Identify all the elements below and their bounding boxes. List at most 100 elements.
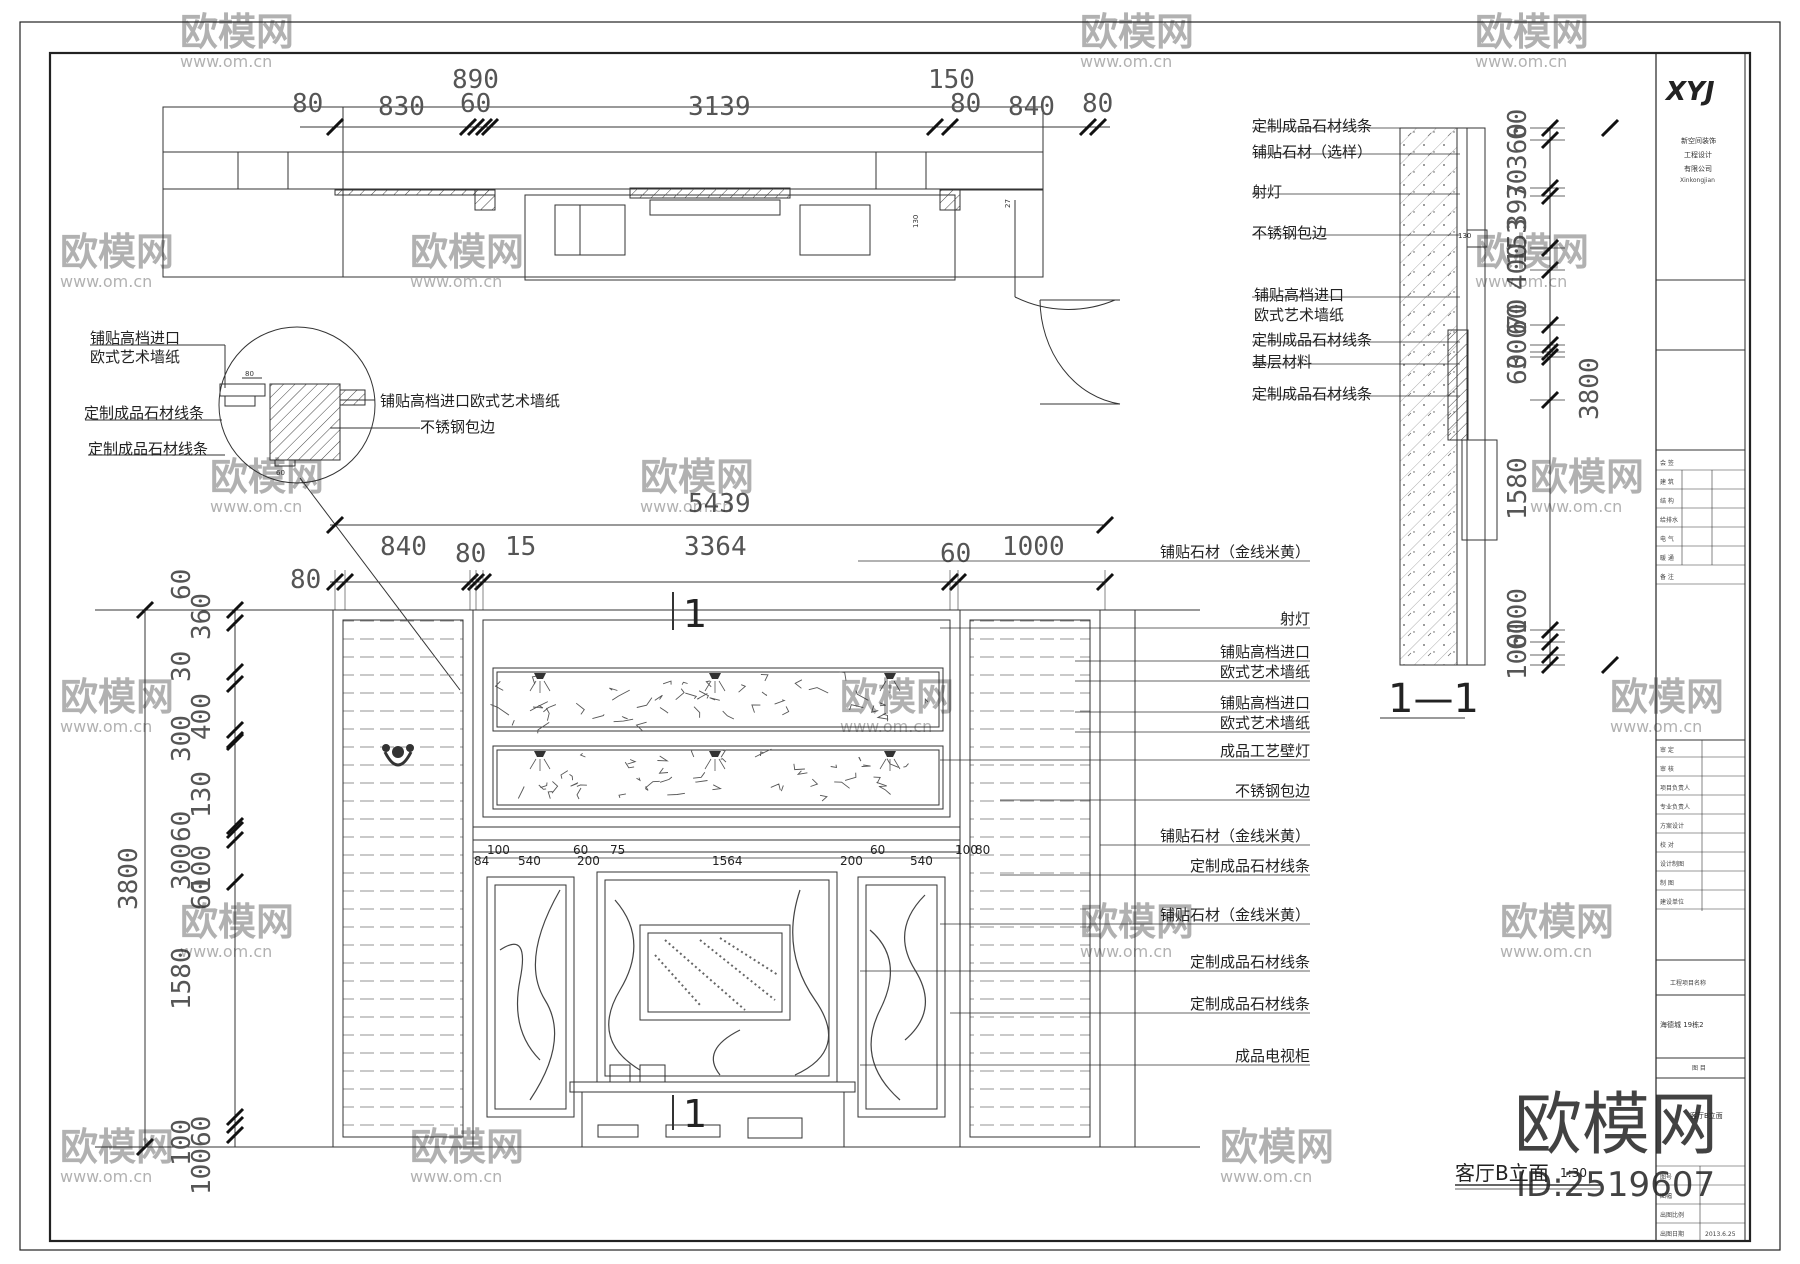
elevation-left-tick bbox=[225, 720, 245, 740]
section-dim-tick bbox=[1600, 118, 1620, 138]
section-label-2: 铺贴石材（选样） bbox=[1252, 143, 1372, 161]
section-dim-text: 100 bbox=[1503, 633, 1533, 680]
elevation-left-tick bbox=[225, 820, 245, 840]
elevation-dim-top-5: 3364 bbox=[684, 532, 747, 562]
watermark-site: www.om.cn bbox=[410, 272, 502, 291]
spotlight-icon bbox=[534, 751, 546, 757]
drawing-value: 客厅B立面 bbox=[1690, 1111, 1723, 1120]
watermark-brand: 欧模网 bbox=[1080, 10, 1194, 54]
watermark-site: www.om.cn bbox=[60, 717, 152, 736]
watermark-brand: 欧模网 bbox=[210, 455, 324, 499]
titleblock-row-label: 备 注 bbox=[1660, 573, 1674, 581]
section-dim-text: 60 bbox=[1503, 619, 1533, 650]
plan-dim-1: 80 bbox=[292, 89, 323, 119]
elevation-left-dim: 400 bbox=[187, 693, 217, 740]
elevation-left-tick bbox=[225, 600, 245, 620]
elevation-dim-top-7: 1000 bbox=[1002, 532, 1065, 562]
titleblock-row-label: 方案设计 bbox=[1660, 822, 1684, 830]
marble-vein bbox=[608, 899, 641, 1071]
section-dim-text: 400 bbox=[1503, 243, 1533, 290]
elevation-inner-dim: 84 bbox=[474, 854, 489, 868]
section-dim-tick bbox=[1540, 178, 1560, 198]
section-dim-tick bbox=[1540, 632, 1560, 652]
elevation-left-tick bbox=[225, 1125, 245, 1145]
company-line-1: 新空间装饰 bbox=[1681, 136, 1716, 145]
watermark-brand: 欧模网 bbox=[1610, 675, 1724, 719]
wall-lamp-icon bbox=[382, 744, 414, 767]
elevation-dim-total: 5439 bbox=[688, 489, 751, 519]
watermark-site: www.om.cn bbox=[1530, 497, 1622, 516]
elevation-dim-tick bbox=[325, 515, 345, 535]
section-dim-text: 153 bbox=[1503, 218, 1533, 265]
titleblock-row-label: 图号 bbox=[1660, 1174, 1672, 1181]
detail-label-5: 铺贴高档进口欧式艺术墙纸 bbox=[380, 392, 560, 410]
section-label-6: 欧式艺术墙纸 bbox=[1254, 306, 1344, 324]
titleblock-row-label: 图幅 bbox=[1660, 1192, 1672, 1200]
section-dim-text: 300 bbox=[1503, 323, 1533, 370]
section-dim-text: 60 bbox=[1503, 354, 1533, 385]
elevation-inner-dim: 100 bbox=[487, 843, 510, 857]
watermark-brand: 欧模网 bbox=[410, 1125, 524, 1169]
plan-dim-tick bbox=[325, 117, 345, 137]
spotlight-icon bbox=[534, 673, 546, 679]
titleblock-row-label: 会 签 bbox=[1660, 459, 1674, 467]
marble-vein bbox=[499, 943, 541, 1061]
elevation-label: 成品工艺壁灯 bbox=[1220, 742, 1310, 760]
section-dim-tick bbox=[1540, 620, 1560, 640]
watermark-layer: 欧模网www.om.cn欧模网www.om.cn欧模网www.om.cn欧模网w… bbox=[60, 10, 1724, 1186]
watermark-brand: 欧模网 bbox=[640, 455, 754, 499]
section-mid-dim: 130 bbox=[1458, 232, 1471, 240]
marble-vein bbox=[792, 889, 830, 1076]
section-dim-total: 3800 bbox=[1575, 357, 1605, 420]
titleblock-row-label: 审 核 bbox=[1660, 765, 1674, 773]
elevation-label: 铺贴高档进口 bbox=[1220, 694, 1310, 712]
section-dim-tick bbox=[1540, 347, 1560, 367]
spotlight-ray bbox=[879, 680, 901, 693]
section-dim-tick bbox=[1540, 186, 1560, 206]
titleblock-row-label: 暖 通 bbox=[1660, 554, 1674, 562]
elevation-label: 成品电视柜 bbox=[1235, 1047, 1310, 1065]
titleblock-row-label: 给排水 bbox=[1660, 516, 1678, 524]
marble-vein bbox=[712, 1029, 741, 1076]
elevation-inner-dim: 80 bbox=[975, 843, 990, 857]
elevation-dim-tick bbox=[1095, 515, 1115, 535]
project-value: 海德城 19栋2 bbox=[1660, 1020, 1704, 1029]
section-dim-tick bbox=[1540, 645, 1560, 665]
section-dim-tick bbox=[1540, 238, 1560, 258]
elevation-left-tick bbox=[225, 674, 245, 694]
plan-dim-tick bbox=[1088, 117, 1108, 137]
section-dim-tick bbox=[1540, 260, 1560, 280]
plan-side-dim: 130 bbox=[912, 215, 920, 228]
date-value: 2013.6.25 bbox=[1705, 1231, 1736, 1238]
elevation-left-dim: 60 bbox=[187, 1116, 217, 1147]
elevation-inner-dim: 75 bbox=[610, 843, 625, 857]
spotlight-ray bbox=[879, 758, 901, 771]
plan-dim-tick bbox=[925, 117, 945, 137]
section-dim-text: 70 bbox=[1503, 299, 1533, 330]
section-view: 定制成品石材线条 铺贴石材（选样） 射灯 不锈钢包边 铺贴高档进口 欧式艺术墙纸… bbox=[1252, 109, 1620, 722]
project-label: 工程项目名称 bbox=[1670, 979, 1706, 987]
elevation-left-dim: 60 bbox=[187, 879, 217, 910]
elevation-left-dim: 30 bbox=[167, 651, 197, 682]
section-dim-tick bbox=[1540, 655, 1560, 675]
watermark-brand: 欧模网 bbox=[60, 230, 174, 274]
section-dim-text: 100 bbox=[1503, 588, 1533, 635]
plan-side-dim-2: 27 bbox=[1004, 199, 1012, 208]
plan-dim-tick bbox=[480, 117, 500, 137]
watermark-brand: 欧模网 bbox=[1475, 230, 1589, 274]
watermark-brand: 欧模网 bbox=[1220, 1125, 1334, 1169]
elevation-label: 铺贴石材（金线米黄） bbox=[1160, 827, 1310, 845]
watermark-brand: 欧模网 bbox=[1530, 455, 1644, 499]
watermark-brand: 欧模网 bbox=[840, 675, 954, 719]
plan-dim-8: 840 bbox=[1008, 92, 1055, 122]
watermark-brand: 欧模网 bbox=[1475, 10, 1589, 54]
plan-dim-7: 80 bbox=[950, 89, 981, 119]
elevation-section-mark-top: 1 bbox=[683, 592, 707, 636]
spotlight-icon bbox=[709, 673, 721, 679]
watermark-brand: 欧模网 bbox=[60, 1125, 174, 1169]
section-label-4: 不锈钢包边 bbox=[1252, 224, 1327, 242]
marble-vein bbox=[904, 894, 926, 1041]
elevation-label: 定制成品石材线条 bbox=[1190, 857, 1310, 875]
elevation-left-dim: 1580 bbox=[167, 947, 197, 1010]
watermark-site: www.om.cn bbox=[840, 717, 932, 736]
